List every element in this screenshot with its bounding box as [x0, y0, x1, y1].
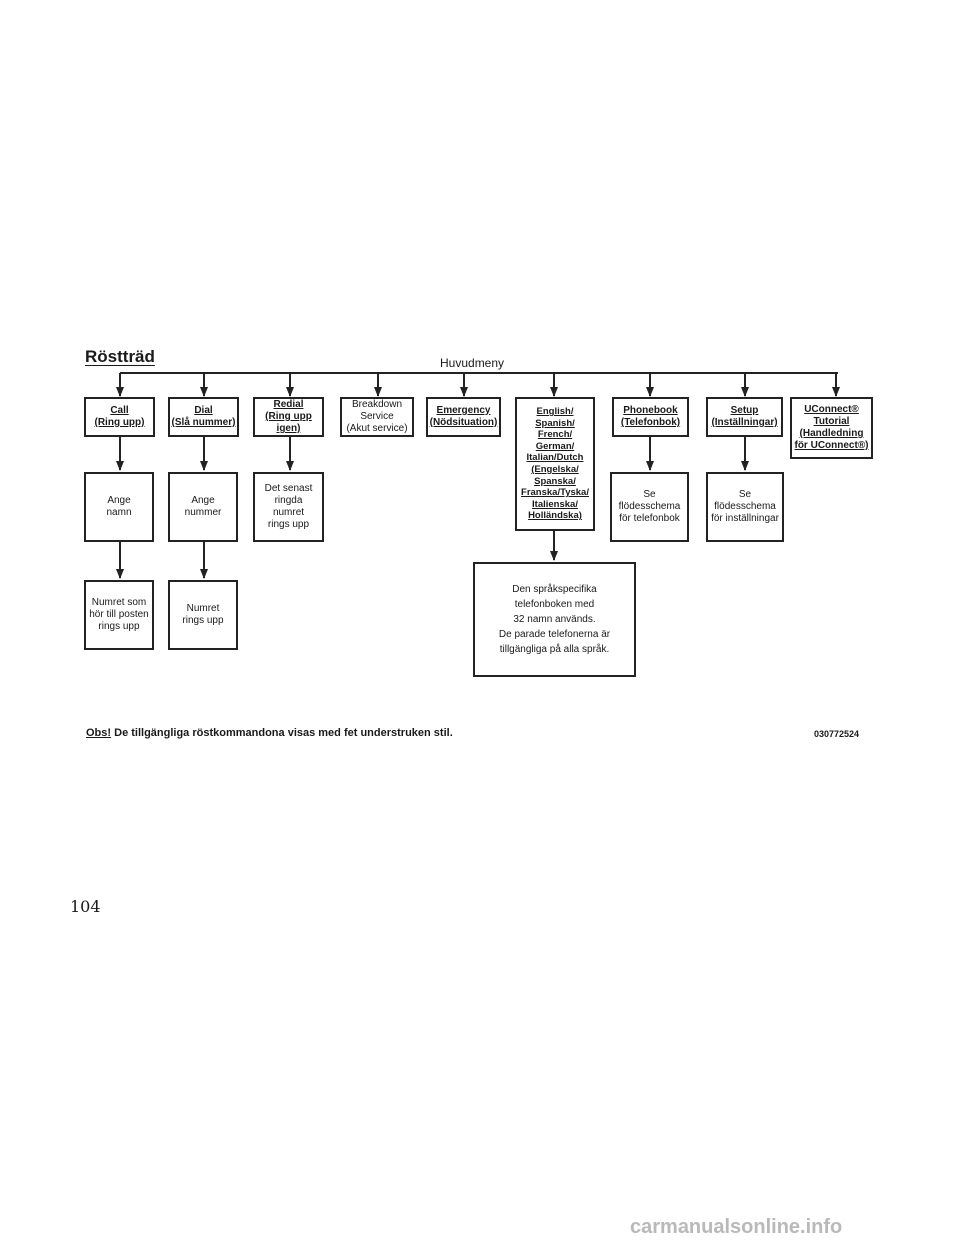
- phonebook-command-label: Phonebook (Telefonbok): [620, 404, 681, 428]
- language-phonebook-info-label: Den språkspecifika telefonboken med 32 n…: [498, 584, 611, 655]
- breakdown-service-label: Breakdown Service (Akut service): [346, 398, 408, 435]
- phonebook-command-box: Phonebook (Telefonbok): [612, 397, 689, 437]
- setup-flowchart-box: Se flödesschema för inställningar: [706, 472, 784, 542]
- redial-result-box: Det senast ringda numret rings upp: [253, 472, 324, 542]
- redial-command-label: Redial (Ring upp igen): [265, 398, 312, 435]
- main-menu-label: Huvudmeny: [440, 356, 505, 370]
- emergency-command-box: Emergency (Nödsituation): [426, 397, 501, 437]
- call-command-label: Call (Ring upp): [94, 404, 145, 428]
- note-text: Obs! De tillgängliga röstkommandona visa…: [86, 727, 453, 739]
- dial-enter-number-label: Ange nummer: [184, 494, 222, 518]
- setup-flowchart-label: Se flödesschema för inställningar: [711, 488, 779, 525]
- dial-enter-number-box: Ange nummer: [168, 472, 238, 542]
- breakdown-service-box: Breakdown Service (Akut service): [340, 397, 414, 437]
- call-number-dialed-label: Numret som hör till posten rings upp: [89, 596, 149, 633]
- emergency-command-label: Emergency (Nödsituation): [429, 404, 498, 428]
- setup-command-box: Setup (Inställningar): [706, 397, 783, 437]
- phonebook-flowchart-label: Se flödesschema för telefonbok: [618, 488, 681, 525]
- page-number: 104: [70, 897, 101, 916]
- diagram-title: Röstträd: [85, 347, 155, 366]
- language-command-label: English/ Spanish/ French/ German/ Italia…: [521, 406, 589, 522]
- phonebook-flowchart-box: Se flödesschema för telefonbok: [610, 472, 689, 542]
- call-enter-name-label: Ange namn: [106, 494, 132, 518]
- dial-number-dialed-box: Numret rings upp: [168, 580, 238, 650]
- tutorial-command-label: UConnect® Tutorial (Handledning för UCon…: [794, 403, 869, 452]
- call-number-dialed-box: Numret som hör till posten rings upp: [84, 580, 154, 650]
- dial-number-dialed-label: Numret rings upp: [182, 602, 224, 626]
- reference-code: 030772524: [814, 729, 860, 739]
- dial-command-label: Dial (Slå nummer): [171, 404, 236, 428]
- language-command-box: English/ Spanish/ French/ German/ Italia…: [515, 397, 595, 531]
- language-phonebook-info-box: Den språkspecifika telefonboken med 32 n…: [473, 562, 636, 677]
- tutorial-command-box: UConnect® Tutorial (Handledning för UCon…: [790, 397, 873, 459]
- redial-result-label: Det senast ringda numret rings upp: [264, 482, 313, 531]
- note-prefix: Obs!: [86, 727, 112, 739]
- note-body: De tillgängliga röstkommandona visas med…: [111, 727, 453, 739]
- redial-command-box: Redial (Ring upp igen): [253, 397, 324, 437]
- watermark: carmanualsonline.info: [630, 1216, 843, 1238]
- call-command-box: Call (Ring upp): [84, 397, 155, 437]
- dial-command-box: Dial (Slå nummer): [168, 397, 239, 437]
- setup-command-label: Setup (Inställningar): [711, 404, 778, 428]
- call-enter-name-box: Ange namn: [84, 472, 154, 542]
